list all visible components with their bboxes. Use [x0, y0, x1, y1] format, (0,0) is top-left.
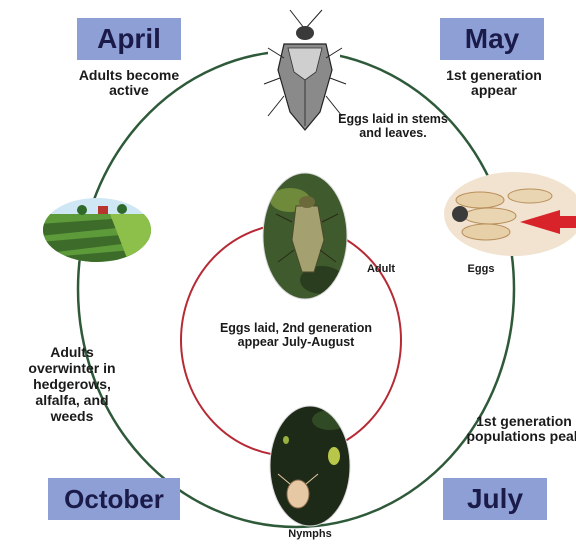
month-may: May [440, 18, 544, 60]
note-may: 1st generation appear [432, 68, 556, 99]
note-overwinter: Adults overwinter in hedgerows, alfalfa,… [22, 344, 122, 424]
month-october: October [48, 478, 180, 520]
month-april: April [77, 18, 181, 60]
month-july: July [443, 478, 547, 520]
note-eggs-laid: Eggs laid in stems and leaves. [332, 113, 454, 141]
note-second-generation: Eggs laid, 2nd generation appear July-Au… [216, 322, 376, 350]
note-april: Adults become active [64, 68, 194, 99]
nymphs-photo-icon [268, 404, 353, 529]
label-adult: Adult [356, 263, 406, 275]
label-eggs: Eggs [456, 263, 506, 275]
eggs-photo-icon [440, 170, 576, 260]
note-july: 1st generation populations peak [464, 414, 576, 445]
farm-field-icon [40, 196, 155, 268]
adult-bug-photo-icon [260, 170, 350, 305]
label-nymphs: Nymphs [280, 528, 340, 540]
